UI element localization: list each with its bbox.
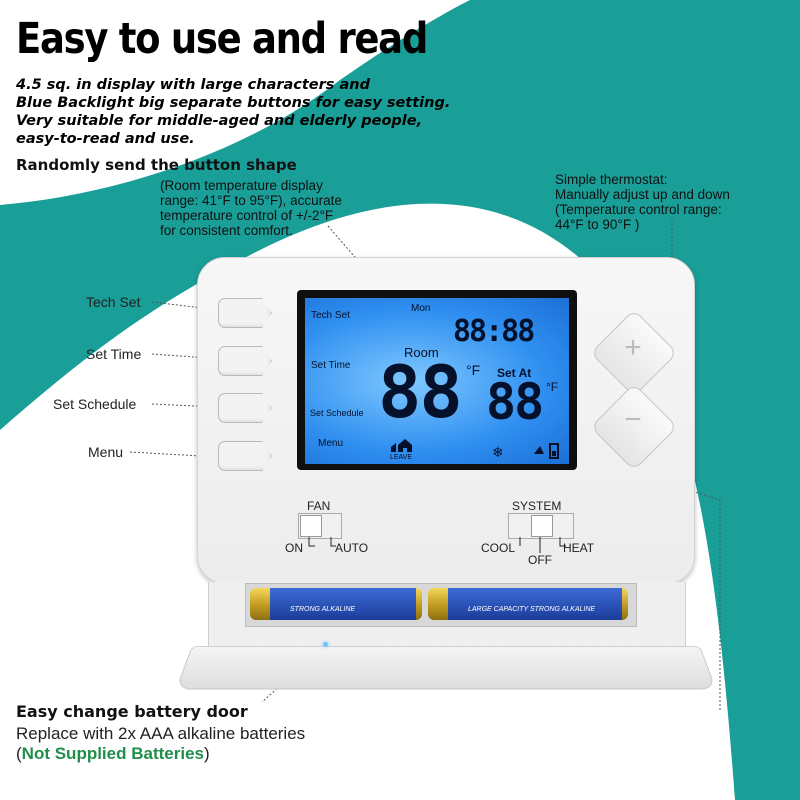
note-paren-close: ) [203,744,210,763]
fan-on-label: ON [285,541,303,555]
fan-switch[interactable] [298,513,342,539]
note-line: Simple thermostat: [555,172,668,187]
lcd-room-unit: °F [466,362,481,378]
lcd-clock: 88:88 [453,314,535,349]
battery-label: STRONG ALKALINE [290,606,356,613]
lcd-set-temp: 88 [486,373,544,431]
note-line: Manually adjust up and down [555,187,730,202]
lcd-room-label: Room [404,345,439,360]
thermostat-range-note: Simple thermostat: Manually adjust up an… [555,172,730,232]
minus-icon: − [624,403,642,436]
lcd-set-schedule: Set Schedule [310,408,364,418]
lcd-menu: Menu [318,438,344,449]
set-schedule-button[interactable] [218,393,272,423]
lcd-day: Mon [411,303,431,314]
lcd-set-time: Set Time [311,360,351,371]
system-switch-title: SYSTEM [512,499,562,513]
note-line: (Temperature control range: [555,202,722,217]
note-line: range: 41°F to 95°F), accurate [160,193,342,208]
battery-door-title: Easy change battery door [16,702,248,721]
note-line: (Room temperature display [160,178,323,193]
system-off-label: OFF [528,553,552,567]
button-shape-note: Randomly send the button shape [16,156,297,174]
fan-auto-label: AUTO [335,541,369,555]
system-cool-label: COOL [481,541,516,555]
fan-battery-icon [534,443,559,459]
tech-set-button[interactable] [218,298,272,328]
home-icon [391,439,412,452]
indicator-dot [323,642,328,647]
intro-line: Blue Backlight big separate buttons for … [16,95,451,111]
battery: STRONG ALKALINE [250,588,422,620]
note-line: for consistent comfort. [160,223,293,238]
fan-switch-marks [308,537,336,547]
callout-set-schedule: Set Schedule [53,396,137,412]
battery-door-note: (Not Supplied Batteries) [16,744,210,764]
lcd-display [305,298,569,464]
snowflake-icon: ❄ [492,444,504,460]
intro-line: Very suitable for middle-aged and elderl… [16,113,423,129]
intro-line: 4.5 sq. in display with large characters… [16,77,370,93]
battery-label: LARGE CAPACITY STRONG ALKALINE [468,606,596,613]
callout-set-time: Set Time [86,346,142,362]
lcd-set-unit: °F [546,380,559,394]
display-range-note: (Room temperature display range: 41°F to… [160,178,342,238]
lcd-set-at-label: Set At [497,366,532,380]
system-heat-label: HEAT [563,541,595,555]
not-supplied-note: Not Supplied Batteries [21,744,204,763]
intro-text: 4.5 sq. in display with large characters… [16,76,536,148]
note-line: 44°F to 90°F ) [555,217,640,232]
callout-tech-set: Tech Set [86,294,141,310]
battery: LARGE CAPACITY STRONG ALKALINE [428,588,628,620]
set-time-button[interactable] [218,346,272,376]
plus-icon: + [624,331,642,364]
system-switch[interactable] [508,513,574,539]
lcd-room-temp: 88 [378,350,463,434]
note-paren-open: ( [16,744,22,763]
fan-switch-title: FAN [307,499,331,513]
headline: Easy to use and read [16,14,428,64]
lcd-tech-set: Tech Set [311,310,350,321]
intro-line: easy-to-read and use. [16,131,195,147]
callout-menu: Menu [88,444,124,460]
battery-door[interactable] [175,646,717,690]
lcd-leave-label: LEAVE [390,454,413,461]
fan-switch-knob[interactable] [300,515,322,537]
note-line: temperature control of +/-2°F [160,208,334,223]
battery-door-line: Replace with 2x AAA alkaline batteries [16,724,306,743]
system-switch-knob[interactable] [531,515,553,537]
system-switch-marks [519,537,566,553]
menu-button[interactable] [218,441,272,471]
